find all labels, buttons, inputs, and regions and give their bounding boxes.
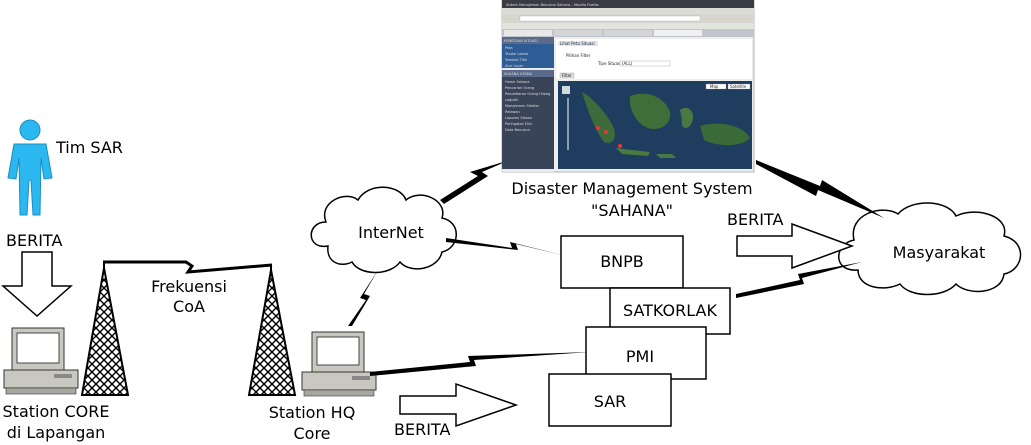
pmi-label: PMI (626, 347, 654, 366)
type-label: Tipe Situasi (597, 61, 621, 66)
radio-tower-hq-icon (247, 264, 297, 396)
sidebar2-item-1: Pencarian Orang (505, 86, 534, 90)
sidebar-item-1: Tandai Lokasi (504, 52, 528, 56)
sidebar2-item-3: Logistik (505, 98, 519, 102)
station-core-label-line1: Station CORE (3, 402, 110, 421)
pmi-box (585, 326, 707, 380)
sidebar2-item-6: Laporan Situasi (505, 116, 532, 120)
sidebar2-item-4: Manajemen Shelter (505, 104, 540, 108)
link-sahana-masyarakat (756, 160, 884, 218)
tim-sar-label: Tim SAR (55, 138, 123, 157)
map-button-satellite: Satellite (730, 84, 747, 89)
frequency-label-line1: Frekuensi (151, 277, 227, 296)
type-value: (ALL) (622, 61, 633, 66)
link-hq-internet (348, 270, 378, 326)
radio-tower-core-icon (80, 262, 130, 396)
berita-bottom-label: BERITA (394, 420, 450, 439)
link-internet-sahana (440, 160, 510, 204)
sidebar-item-0: Peta (505, 46, 513, 50)
internet-cloud (310, 186, 457, 274)
content-title: Lihat Peta Situasi (560, 41, 595, 46)
filter-button[interactable] (559, 72, 575, 79)
sidebar2-item-7: Peringatan Dini (505, 122, 532, 126)
sahana-screenshot: Sistem Manajemen Bencana Sahana – Mozill… (501, 0, 755, 173)
sidebar2-item-8: Data Bencana (505, 128, 530, 132)
sar-box (548, 373, 672, 427)
link-satkorlak-masyarakat (736, 262, 862, 298)
right-arrow-bottom (399, 382, 519, 428)
filter-label: Pilihan Filter (566, 53, 591, 58)
right-arrow-top (736, 222, 855, 270)
berita-top-right-label: BERITA (727, 210, 783, 229)
sidebar-item-3: Atur Layer (505, 64, 524, 68)
link-hq-pmi (370, 352, 590, 376)
sidebar2-item-5: Relawan (505, 110, 520, 114)
sar-label: SAR (594, 392, 627, 411)
dms-label-line1: Disaster Management System (511, 179, 752, 198)
sidebar-header2: SAHANA UTAMA (504, 72, 533, 76)
sidebar-item-2: Tambah Titik (504, 58, 528, 62)
station-hq-label-line1: Station HQ (269, 403, 356, 422)
station-hq-label-line2: Core (293, 424, 330, 443)
screenshot-titlebar: Sistem Manajemen Bencana Sahana – Mozill… (506, 3, 599, 7)
internet-label: InterNet (358, 223, 424, 242)
filter-button-label: Filter (562, 73, 572, 78)
sidebar2-item-2: Pendaftaran Orang Hilang (505, 92, 550, 96)
berita-left-label: BERITA (6, 231, 62, 250)
person-icon (7, 119, 53, 216)
dms-label-line2: "SAHANA" (591, 201, 673, 220)
masyarakat-cloud (838, 202, 1022, 296)
map-button-map: Map (710, 84, 719, 89)
satkorlak-label: SATKORLAK (623, 301, 717, 320)
masyarakat-label: Masyarakat (893, 243, 986, 262)
frequency-label-line2: CoA (173, 297, 205, 316)
link-internet-bnpb (446, 238, 566, 256)
station-core-label-line2: di Lapangan (7, 423, 106, 442)
sidebar2-item-0: Home Sahana (505, 80, 530, 84)
bnpb-box (560, 235, 684, 289)
computer-core-icon (3, 327, 79, 395)
down-arrow (1, 251, 73, 318)
frequency-link (103, 260, 273, 274)
sidebar-header: PEMETAAN SITUASI (504, 39, 538, 43)
bnpb-label: BNPB (600, 252, 644, 271)
computer-hq-icon (301, 331, 377, 397)
